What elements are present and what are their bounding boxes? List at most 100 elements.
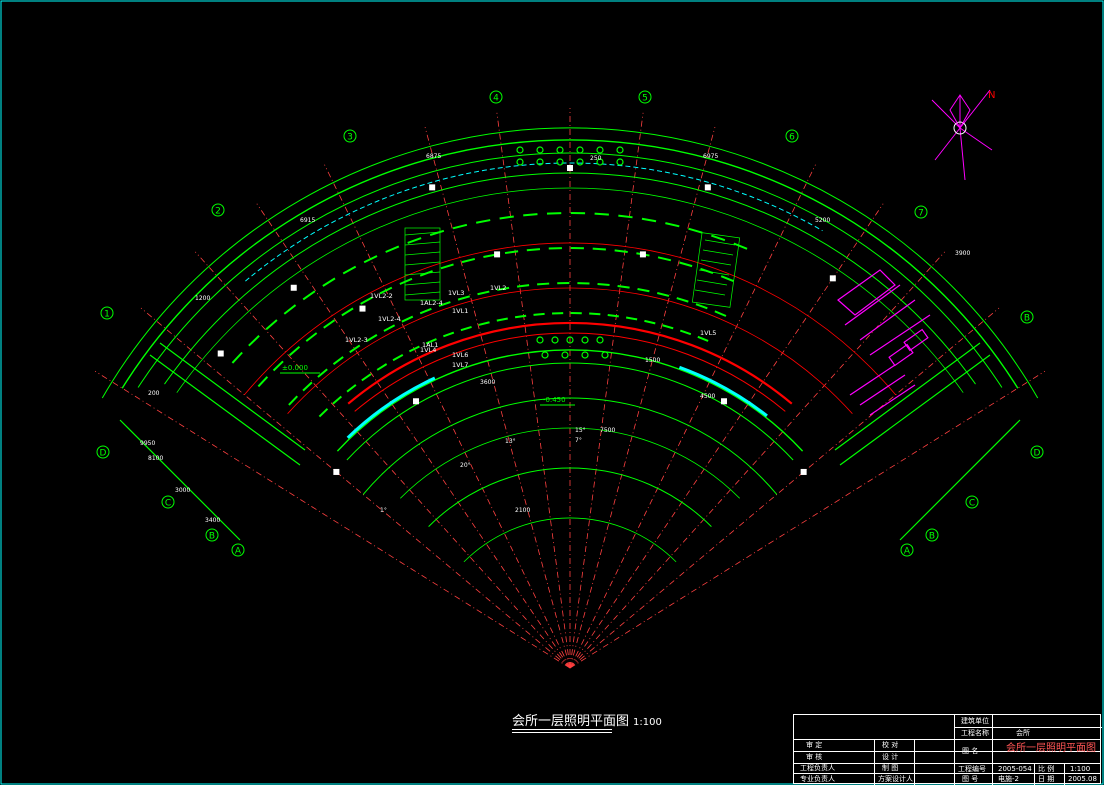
tb-scale-label: 比 例 xyxy=(1038,765,1055,773)
fluorescent-lamp xyxy=(288,395,299,406)
circuit-label: 1VL2-4 xyxy=(378,315,401,323)
dimension-label: 3900 xyxy=(955,250,970,257)
fluorescent-lamp xyxy=(231,351,243,364)
fluorescent-lamp xyxy=(438,301,451,307)
fluorescent-lamp xyxy=(385,245,400,253)
downlight xyxy=(581,351,589,359)
tb-sheet: 电施-2 xyxy=(998,775,1019,783)
fluorescent-lamp xyxy=(526,248,541,252)
dimension-label: 1° xyxy=(380,507,387,514)
column xyxy=(333,468,340,475)
radial-line xyxy=(140,307,571,669)
wall-arc xyxy=(336,349,804,452)
fluorescent-lamp xyxy=(665,222,680,228)
dimension-label: 6875 xyxy=(426,153,441,160)
fluorescent-lamp xyxy=(641,217,657,223)
fluorescent-lamp xyxy=(714,310,727,317)
dimension-label: 1500 xyxy=(645,357,660,364)
circuit-label: 1VL3 xyxy=(448,289,464,297)
light-fixtures xyxy=(217,146,836,475)
radial-line xyxy=(569,126,716,669)
fluorescent-lamp xyxy=(478,321,490,326)
fluorescent-lamp xyxy=(341,307,354,317)
svg-text:B: B xyxy=(929,532,935,542)
emergency-circuit xyxy=(245,162,823,282)
fluorescent-lamp xyxy=(516,284,530,288)
downlight xyxy=(516,146,524,154)
title-underline xyxy=(512,732,612,733)
fluorescent-lamp xyxy=(676,297,689,303)
fluorescent-lamp xyxy=(332,356,344,366)
axis-bubble: D xyxy=(1030,445,1044,459)
fluorescent-lamp xyxy=(644,319,656,325)
fluorescent-lamp xyxy=(361,373,372,382)
fluorescent-lamp xyxy=(597,282,610,287)
svg-text:6: 6 xyxy=(789,133,795,143)
fluorescent-lamp xyxy=(625,316,638,321)
circuit-label: 1VL6 xyxy=(452,351,468,359)
axis-bubble: 7 xyxy=(914,205,928,219)
fluorescent-lamp xyxy=(401,315,414,323)
column xyxy=(567,165,573,171)
radial-line xyxy=(569,112,644,669)
circuit-label: 1VL1 xyxy=(452,307,468,315)
dimension-label: 200 xyxy=(148,390,160,397)
fluorescent-lamp xyxy=(614,249,628,253)
radial-line xyxy=(324,164,571,669)
wall-arc xyxy=(244,242,896,396)
axis-bubble: B xyxy=(1020,310,1034,324)
wall-arc xyxy=(354,332,786,412)
svg-text:C: C xyxy=(969,499,975,509)
downlight xyxy=(556,158,564,166)
fluorescent-lamp xyxy=(440,263,454,270)
column xyxy=(639,251,646,258)
fluorescent-lamp xyxy=(514,314,527,319)
svg-text:N: N xyxy=(988,90,995,101)
circuit-label: 1VL2-3 xyxy=(345,336,368,344)
svg-text:7: 7 xyxy=(918,209,924,219)
downlight xyxy=(616,158,624,166)
fluorescent-lamp xyxy=(679,329,692,336)
downlight xyxy=(536,146,544,154)
dimension-label: 6975 xyxy=(703,153,718,160)
fluorescent-lamp xyxy=(443,331,455,338)
svg-text:A: A xyxy=(904,547,911,557)
fluorescent-lamp xyxy=(475,219,491,224)
tb-specialty: 专业负责人 xyxy=(800,775,835,783)
radial-line xyxy=(194,251,571,669)
dimension-label: 3400 xyxy=(205,517,220,524)
tb-check: 校 对 xyxy=(882,741,899,749)
tb-scheme: 方案设计人 xyxy=(878,775,913,783)
drawing-title-text: 会所一层照明平面图 xyxy=(512,714,630,729)
fluorescent-lamp xyxy=(322,277,336,287)
title-underline xyxy=(512,729,612,730)
svg-text:B: B xyxy=(209,532,215,542)
dimension-label: 13° xyxy=(505,438,516,445)
axis-bubble: 4 xyxy=(489,90,503,104)
fluorescent-lamp xyxy=(399,277,413,285)
radial-line xyxy=(496,112,571,669)
column xyxy=(721,398,727,405)
svg-text:3: 3 xyxy=(347,133,353,143)
downlight xyxy=(536,336,544,344)
axis-bubble: 5 xyxy=(638,90,652,104)
elevation-marks: ±0.000 -0.450 xyxy=(280,364,575,406)
downlight xyxy=(566,336,574,344)
dimension-label: 8100 xyxy=(148,455,163,462)
dimension-label: 20° xyxy=(460,462,471,469)
axis-bubble: D xyxy=(96,445,110,459)
building-arcs xyxy=(101,127,1039,563)
fluorescent-lamp xyxy=(657,256,672,262)
fluorescent-lamp xyxy=(332,395,342,405)
stair-left xyxy=(404,227,441,301)
wall-arc xyxy=(164,172,976,385)
tb-drawing-label: 图 名 xyxy=(962,747,979,755)
wall-arc xyxy=(121,139,1019,389)
downlight xyxy=(576,146,584,154)
fluorescent-lamp xyxy=(697,335,709,342)
fluorescent-lamp xyxy=(700,267,714,275)
downlight xyxy=(576,158,584,166)
